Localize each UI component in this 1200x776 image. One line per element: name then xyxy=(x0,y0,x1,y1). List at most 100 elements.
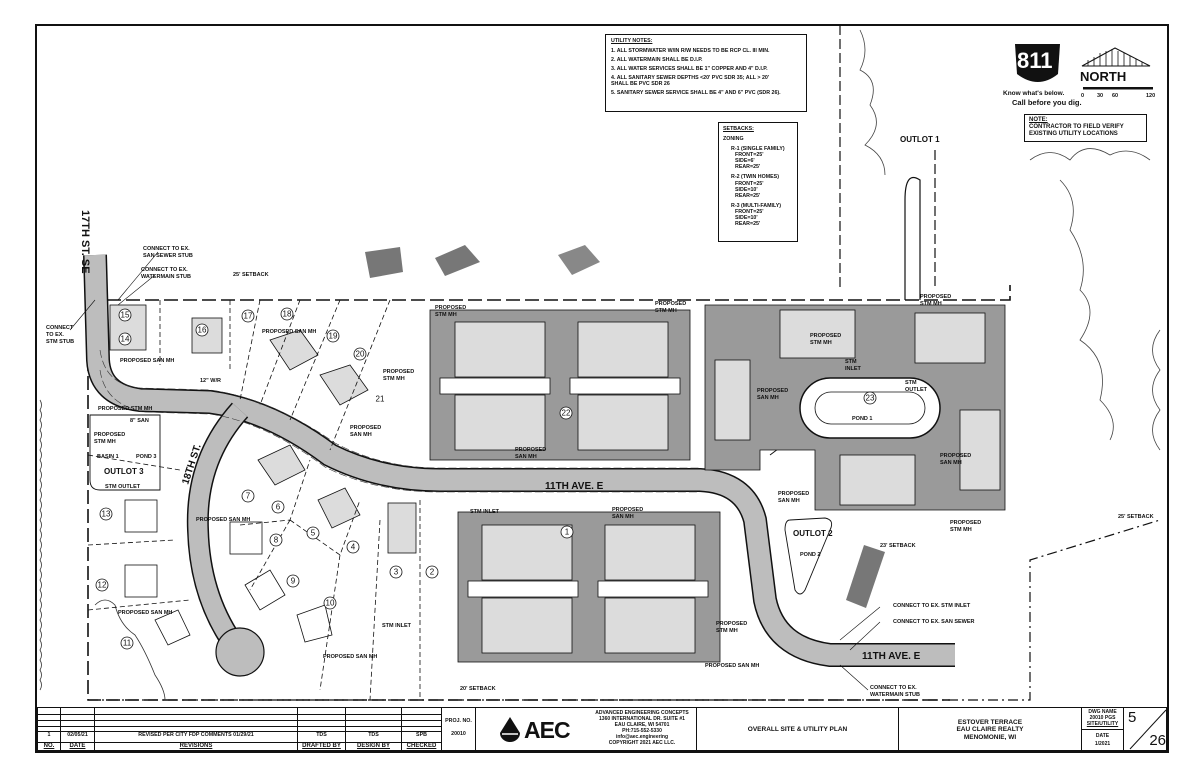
roads xyxy=(83,254,955,677)
svg-text:SAN MH: SAN MH xyxy=(940,460,962,466)
svg-text:16: 16 xyxy=(198,326,207,335)
svg-text:PROPOSED: PROPOSED xyxy=(757,388,788,394)
svg-text:3: 3 xyxy=(394,568,399,577)
svg-text:SAN MH: SAN MH xyxy=(515,454,537,460)
svg-text:25' SETBACK: 25' SETBACK xyxy=(233,272,269,278)
svg-text:PROPOSED: PROPOSED xyxy=(778,491,809,497)
svg-text:CONNECT TO EX.: CONNECT TO EX. xyxy=(143,246,190,252)
svg-text:22: 22 xyxy=(562,409,571,418)
svg-text:SAN MH: SAN MH xyxy=(350,432,372,438)
north-arrow: NORTH 0 30 60 120 xyxy=(1080,47,1155,99)
svg-text:SAN SEWER STUB: SAN SEWER STUB xyxy=(143,253,193,259)
existing-building xyxy=(558,245,600,275)
lot-3: 3 xyxy=(389,565,403,579)
lot-12: 12 xyxy=(95,578,109,592)
svg-text:OUTLOT 2: OUTLOT 2 xyxy=(793,529,833,538)
existing-building xyxy=(365,247,403,278)
svg-text:STM OUTLET: STM OUTLET xyxy=(105,484,141,490)
lot-15: 15 xyxy=(118,308,132,322)
lot-numbers: 1 2 3 4 5 6 7 8 9 10 11 12 13 14 15 16 1… xyxy=(95,307,877,650)
svg-text:STM INLET: STM INLET xyxy=(382,623,412,629)
pond-3 xyxy=(89,414,161,491)
lot-21: 21 xyxy=(376,395,385,404)
svg-text:12" W/R: 12" W/R xyxy=(200,378,221,384)
building-complex-23 xyxy=(704,304,1006,511)
svg-text:20: 20 xyxy=(356,350,365,359)
existing-building xyxy=(846,545,885,608)
lot-18: 18 xyxy=(280,307,294,321)
svg-text:CONNECT TO EX. STM INLET: CONNECT TO EX. STM INLET xyxy=(893,603,971,609)
lot-16: 16 xyxy=(195,323,209,337)
svg-text:SAN MH: SAN MH xyxy=(778,498,800,504)
tree-line xyxy=(859,29,1161,451)
svg-text:POND 2: POND 2 xyxy=(800,552,820,558)
sheet-number: 5 26 xyxy=(1124,708,1168,750)
svg-text:BASIN 1: BASIN 1 xyxy=(97,454,119,460)
street-label-11th-ave: 11TH AVE. E xyxy=(545,481,604,492)
svg-text:NORTH: NORTH xyxy=(1080,69,1126,84)
svg-text:17: 17 xyxy=(244,312,253,321)
svg-text:PROPOSED: PROPOSED xyxy=(350,425,381,431)
lot-22: 22 xyxy=(559,406,573,420)
svg-text:POND 3: POND 3 xyxy=(136,454,156,460)
building-complex-1 xyxy=(457,511,721,663)
building-complex-22 xyxy=(429,309,691,461)
contractor-note: NOTE: CONTRACTOR TO FIELD VERIFY EXISTIN… xyxy=(1024,114,1147,142)
svg-text:OUTLOT 3: OUTLOT 3 xyxy=(104,467,144,476)
scale-bar xyxy=(1083,87,1153,90)
drawing-info: DWG NAME 20010 PGS SITE/UTILITY DATE 1/2… xyxy=(1082,708,1124,750)
lot-19: 19 xyxy=(326,329,340,343)
svg-text:6: 6 xyxy=(276,503,281,512)
lot-5: 5 xyxy=(306,526,320,540)
sheet-border xyxy=(35,24,1169,753)
svg-text:11: 11 xyxy=(123,639,132,648)
svg-text:PROPOSED: PROPOSED xyxy=(94,432,125,438)
lot-7: 7 xyxy=(241,489,255,503)
svg-text:PROPOSED: PROPOSED xyxy=(383,369,414,375)
existing-building xyxy=(435,245,480,276)
street-label-17th: 17TH ST. SE xyxy=(79,210,91,274)
svg-text:PROPOSED SAN MH: PROPOSED SAN MH xyxy=(262,329,316,335)
svg-text:PROPOSED SAN MH: PROPOSED SAN MH xyxy=(118,610,172,616)
setbacks-table: SETBACKS: ZONING R-1 (SINGLE FAMILY) FRO… xyxy=(718,122,798,242)
svg-text:23: 23 xyxy=(866,394,875,403)
svg-text:7: 7 xyxy=(246,492,251,501)
svg-text:Know what's below.: Know what's below. xyxy=(1003,90,1064,97)
svg-text:4: 4 xyxy=(351,543,356,552)
svg-text:CONNECT TO EX. SAN SEWER: CONNECT TO EX. SAN SEWER xyxy=(893,619,975,625)
svg-text:PROPOSED SAN MH: PROPOSED SAN MH xyxy=(705,663,759,669)
svg-text:13: 13 xyxy=(102,510,111,519)
aec-drop-icon xyxy=(500,717,520,742)
lot-1: 1 xyxy=(560,525,574,539)
svg-text:10: 10 xyxy=(326,599,335,608)
svg-text:60: 60 xyxy=(1112,93,1118,99)
svg-text:5: 5 xyxy=(311,529,316,538)
svg-text:STM MH: STM MH xyxy=(94,439,116,445)
svg-text:CONNECT TO EX.: CONNECT TO EX. xyxy=(870,685,917,691)
lot-6: 6 xyxy=(271,500,285,514)
811-logo: 811 Know what's below. Call before you d… xyxy=(1003,44,1082,107)
svg-text:PROPOSED: PROPOSED xyxy=(612,507,643,513)
svg-text:25' SETBACK: 25' SETBACK xyxy=(1118,514,1154,520)
project-info: ESTOVER TERRACE EAU CLAIRE REALTY MENOMO… xyxy=(899,708,1082,750)
lot-10: 10 xyxy=(323,596,337,610)
svg-text:PROPOSED STM MH: PROPOSED STM MH xyxy=(98,406,152,412)
lot-9: 9 xyxy=(286,574,300,588)
svg-text:CONNECT TO EX.: CONNECT TO EX. xyxy=(141,267,188,273)
svg-text:PROPOSED: PROPOSED xyxy=(940,453,971,459)
svg-text:STM MH: STM MH xyxy=(435,312,457,318)
svg-text:SAN MH: SAN MH xyxy=(612,514,634,520)
svg-text:8: 8 xyxy=(274,536,279,545)
lot-14: 14 xyxy=(118,332,132,346)
lot-lines xyxy=(87,299,421,701)
svg-text:PROPOSED: PROPOSED xyxy=(810,333,841,339)
svg-text:120: 120 xyxy=(1146,93,1155,99)
company-logo: AEC xyxy=(476,708,588,750)
svg-text:STM MH: STM MH xyxy=(716,628,738,634)
svg-text:STM INLET: STM INLET xyxy=(470,509,500,515)
